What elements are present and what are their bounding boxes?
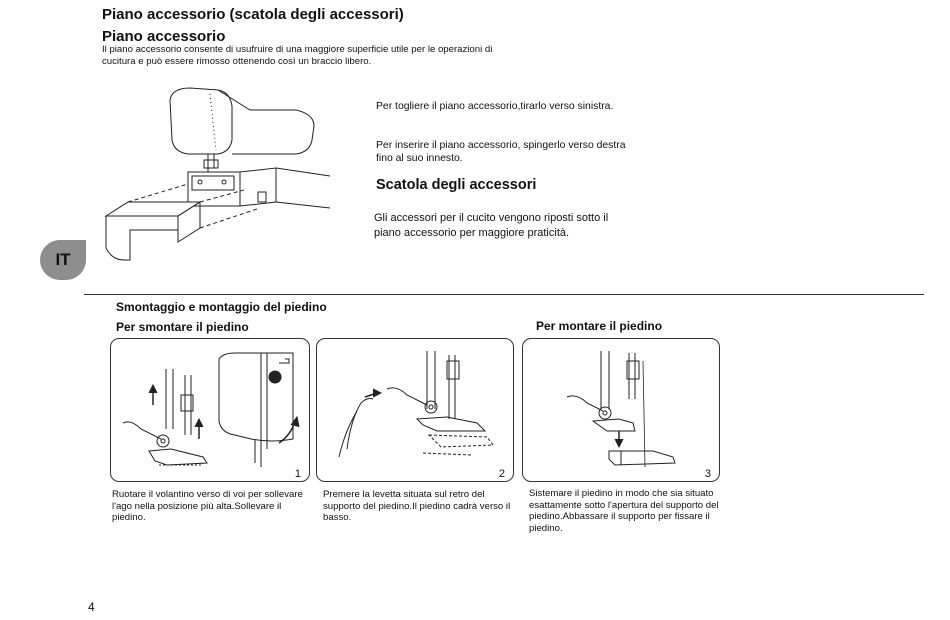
section-divider [84, 294, 924, 295]
section-title-accessory-table: Piano accessorio [102, 28, 226, 45]
accessory-table-illustration [100, 80, 350, 270]
insert-instruction: Per inserire il piano accessorio, spinge… [376, 140, 626, 164]
page-title: Piano accessorio (scatola degli accessor… [102, 6, 404, 23]
remove-foot-heading: Per smontare il piedino [116, 320, 249, 334]
step-panel-3: 3 [522, 338, 720, 482]
storage-heading: Scatola degli accessori [376, 177, 537, 193]
attach-foot-heading: Per montare il piedino [536, 319, 663, 333]
step-panel-1: 1 [110, 338, 310, 482]
language-badge: IT [40, 240, 86, 280]
step-number-3: 3 [704, 468, 711, 480]
step-2-illustration [338, 351, 494, 458]
step-caption-2: Premere la levetta situata sul retro del… [323, 489, 511, 524]
step-number-2: 2 [498, 468, 505, 480]
step-3-illustration [566, 351, 676, 468]
step-1-illustration [122, 352, 300, 467]
step-caption-1: Ruotare il volantino verso di voi per so… [112, 489, 303, 524]
remove-instruction: Per togliere il piano accessorio,tirarlo… [376, 101, 614, 112]
intro-paragraph: Il piano accessorio consente di usufruir… [102, 44, 493, 67]
storage-paragraph: Gli accessori per il cucito vengono ripo… [374, 212, 609, 239]
step-number-1: 1 [294, 468, 301, 480]
page-number: 4 [88, 600, 95, 614]
presser-foot-heading: Smontaggio e montaggio del piedino [116, 300, 327, 314]
step-panel-2: 2 [316, 338, 514, 482]
step-caption-3: Sistemare il piedino in modo che sia sit… [529, 488, 719, 534]
